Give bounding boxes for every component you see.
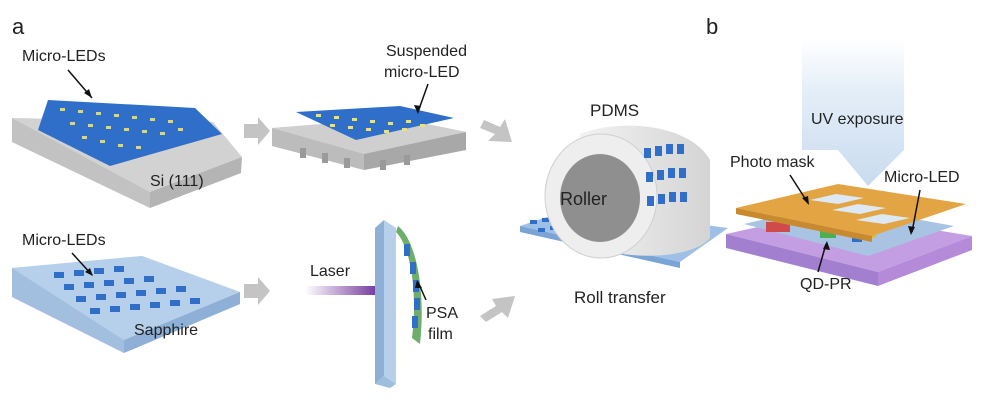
led-chips-sapphire [54, 266, 200, 314]
laser-label: Laser [310, 263, 351, 280]
qd-pr-label: QD-PR [800, 276, 852, 293]
roll-transfer-assembly: Roller [520, 125, 728, 268]
mask-opening-3 [856, 214, 910, 224]
psa-label-line2: film [428, 326, 453, 343]
roller-core [560, 154, 640, 242]
uv-light-arrow [802, 40, 904, 186]
microleds-top-arrowhead [84, 89, 92, 98]
mask-opening-2 [832, 204, 886, 214]
roller-leds [644, 144, 687, 206]
psa-film-stack [375, 220, 422, 388]
uv-exposure-label: UV exposure [811, 111, 904, 128]
panel-label-a: a [12, 14, 25, 39]
qd-pr-arrowhead [823, 241, 830, 250]
psa-arrowhead [415, 280, 422, 288]
led-chips-si [60, 108, 183, 149]
microleds-bottom-arrowhead [85, 268, 93, 276]
suspended-label-line2: micro-LED [384, 64, 460, 81]
micro-led-arrowhead [908, 226, 915, 235]
si-wafer: Si (111) [12, 100, 242, 208]
laser-beam [305, 286, 375, 295]
suspended-arrowhead [414, 105, 421, 114]
microleds-top-label: Micro-LEDs [22, 48, 106, 65]
process-arrows [244, 117, 515, 322]
sapphire-wafer: Sapphire [12, 256, 240, 353]
led-chips-suspended [316, 114, 425, 133]
suspended-microled-wafer [272, 106, 466, 170]
photo-mask-label: Photo mask [730, 154, 815, 171]
photo-mask-arrowhead [802, 196, 809, 205]
arrow-si-to-suspended [244, 117, 270, 145]
micro-led-pointer [911, 189, 921, 233]
roller-label: Roller [560, 189, 607, 209]
microleds-bottom-label: Micro-LEDs [22, 232, 106, 249]
trenches [300, 148, 410, 170]
arrow-suspended-to-roll [480, 119, 512, 142]
photolithography-stack [726, 184, 972, 286]
mask-opening-1 [810, 194, 864, 204]
psa-film [396, 226, 422, 344]
sapphire-label: Sapphire [134, 322, 198, 339]
suspended-label-line1: Suspended [386, 43, 467, 60]
pdms-label: PDMS [590, 101, 639, 120]
micro-led-label: Micro-LED [884, 169, 960, 186]
arrow-film-to-roll [480, 296, 515, 322]
panel-label-b: b [706, 14, 718, 39]
psa-label-line1: PSA [426, 305, 458, 322]
si-label: Si (111) [150, 173, 204, 190]
roll-transfer-label: Roll transfer [574, 288, 666, 307]
led-array-si [38, 100, 222, 166]
arrow-sapphire-to-laser [244, 277, 270, 305]
